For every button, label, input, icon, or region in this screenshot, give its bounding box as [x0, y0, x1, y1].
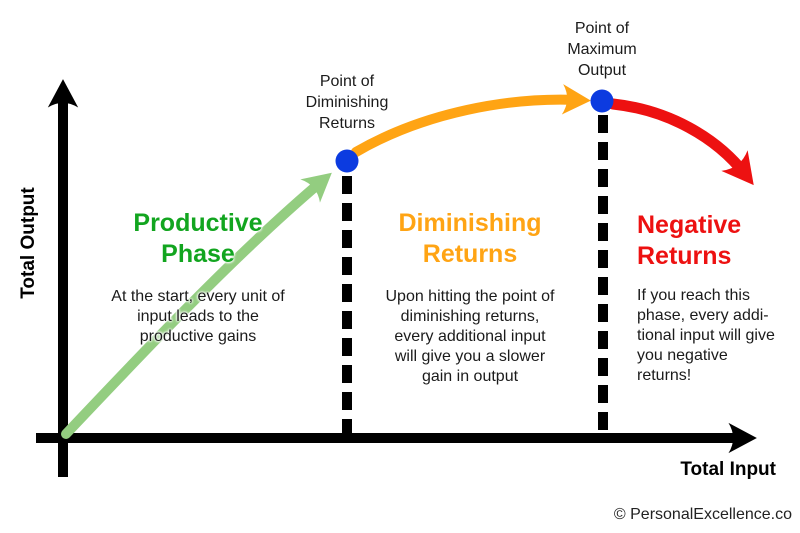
diminishing-returns-title: Diminishing Returns — [398, 209, 542, 268]
productive-phase-curve — [61, 172, 332, 439]
negative-returns-curve — [607, 98, 754, 186]
diminishing-returns-curve — [351, 84, 591, 157]
diminishing-point-dot — [335, 149, 359, 173]
x-axis-label: Total Input — [680, 459, 776, 480]
maximum-point-dot — [590, 89, 614, 113]
productive-phase-title: Productive Phase — [133, 209, 263, 268]
negative-returns-title: Negative Returns — [637, 211, 742, 270]
diminishing-point-label: Point of Diminishing Returns — [305, 73, 389, 132]
copyright-credit: © PersonalExcellence.co — [613, 506, 792, 523]
negative-returns-description: If you reach this phase, every addi- tio… — [637, 287, 775, 384]
y-axis-label: Total Output — [18, 187, 39, 299]
maximum-point-label: Point of Maximum Output — [567, 20, 637, 79]
diminishing-returns-description: Upon hitting the point of diminishing re… — [385, 288, 555, 385]
productive-phase-description: At the start, every unit of input leads … — [111, 288, 285, 345]
